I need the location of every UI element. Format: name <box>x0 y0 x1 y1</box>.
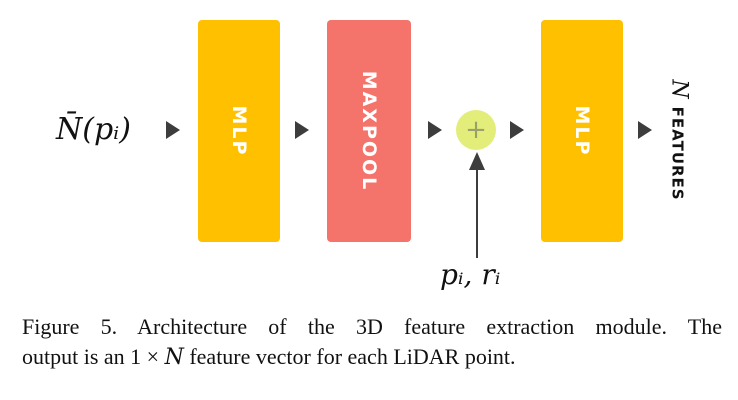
maxpool-block-label: MAXPOOL <box>358 70 380 192</box>
caption-math-one: 1 <box>130 344 142 369</box>
side-input-arrow <box>469 152 485 258</box>
caption-math-n: N <box>164 345 184 370</box>
concat-plus-node: + <box>456 110 496 150</box>
arrow-input-to-mlp <box>166 121 180 139</box>
caption-line-1: Figure 5. Architecture of the 3D feature… <box>22 314 722 339</box>
input-label: N̄(pᵢ) <box>56 112 131 147</box>
caption-line-2-start: output is an <box>22 344 131 369</box>
mlp-block-2-label: MLP <box>571 105 593 157</box>
caption-line-2: output is an 1 × N feature vector for ea… <box>22 342 722 373</box>
plus-symbol: + <box>465 115 487 145</box>
side-input-arrow-head <box>469 152 485 170</box>
figure-caption: Figure 5. Architecture of the 3D feature… <box>22 312 722 373</box>
caption-math-times: × <box>146 344 160 369</box>
arrow-maxpool-to-plus <box>428 121 442 139</box>
mlp-block-1: MLP <box>198 20 280 242</box>
maxpool-block: MAXPOOL <box>327 20 411 242</box>
output-features-word: FEATURES <box>668 106 687 201</box>
mlp-block-1-label: MLP <box>228 105 250 157</box>
arrow-plus-to-mlp <box>510 121 524 139</box>
caption-line-2-end: feature vector for each LiDAR point. <box>183 344 516 369</box>
output-n-symbol: N <box>666 79 692 99</box>
arrow-mlp-to-maxpool <box>295 121 309 139</box>
arrow-mlp-to-output <box>638 121 652 139</box>
side-input-label: pᵢ, rᵢ <box>440 258 501 291</box>
mlp-block-2: MLP <box>541 20 623 242</box>
output-features-label: N FEATURES <box>659 70 699 210</box>
